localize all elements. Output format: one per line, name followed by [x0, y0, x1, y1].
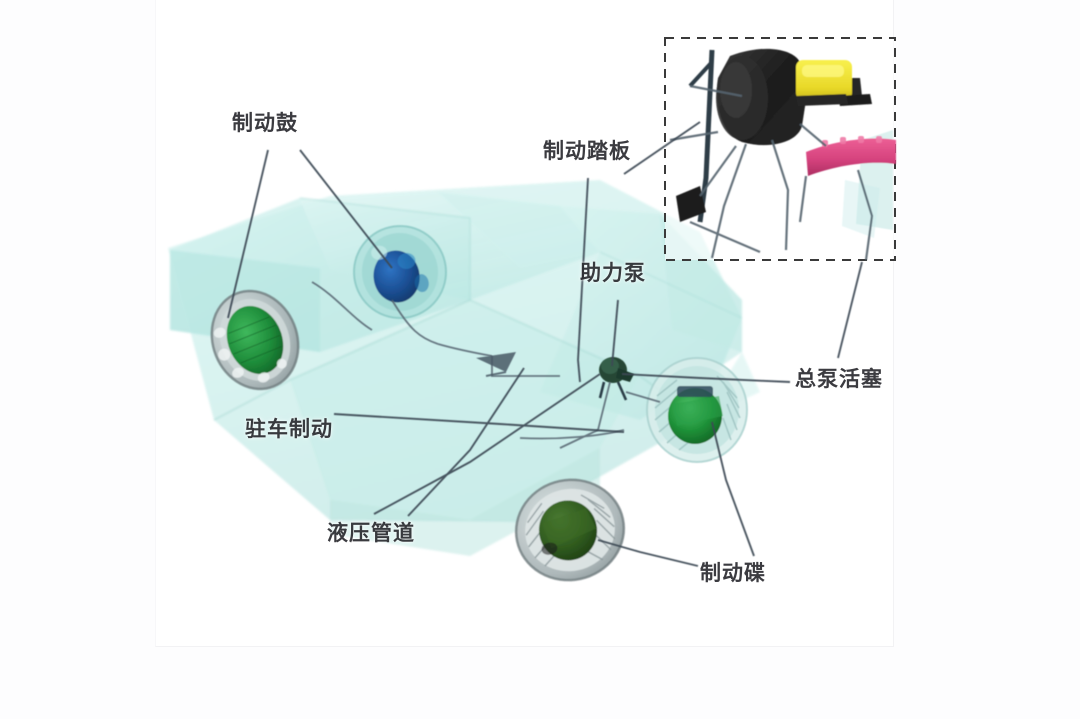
leader-brake-disc-b	[711, 421, 755, 557]
inset-detail-panel	[664, 37, 896, 261]
callout-label-master-cylinder-piston: 总泵活塞	[795, 367, 883, 391]
leader-hydraulic-a	[373, 373, 601, 515]
leader-brake-drum-b	[299, 149, 393, 269]
callout-label-brake-disc: 制动碟	[700, 561, 766, 585]
leader-brake-pedal-a	[577, 177, 589, 383]
leader-hydraulic-b	[407, 367, 525, 517]
flow-arrow-icon	[476, 352, 516, 377]
front-left-wheel	[514, 478, 626, 582]
front-right-wheel	[646, 357, 748, 463]
leader-master-piston-a	[621, 373, 791, 383]
leader-brake-drum-a	[227, 149, 269, 319]
callout-leaders	[227, 121, 863, 567]
leader-parking-brake	[333, 413, 625, 433]
callout-label-parking-brake: 驻车制动	[245, 417, 333, 441]
leader-master-piston-b	[837, 261, 863, 359]
callout-label-brake-pedal: 制动踏板	[543, 139, 631, 163]
leader-brake-pedal-b	[623, 121, 701, 175]
leader-booster-pump	[611, 299, 619, 367]
callout-label-hydraulic-line: 液压管道	[327, 521, 415, 545]
leader-brake-disc-a	[597, 539, 699, 567]
callout-label-booster-pump: 助力泵	[580, 261, 646, 285]
rear-left-wheel	[210, 289, 300, 391]
callout-label-brake-drum: 制动鼓	[232, 111, 298, 135]
